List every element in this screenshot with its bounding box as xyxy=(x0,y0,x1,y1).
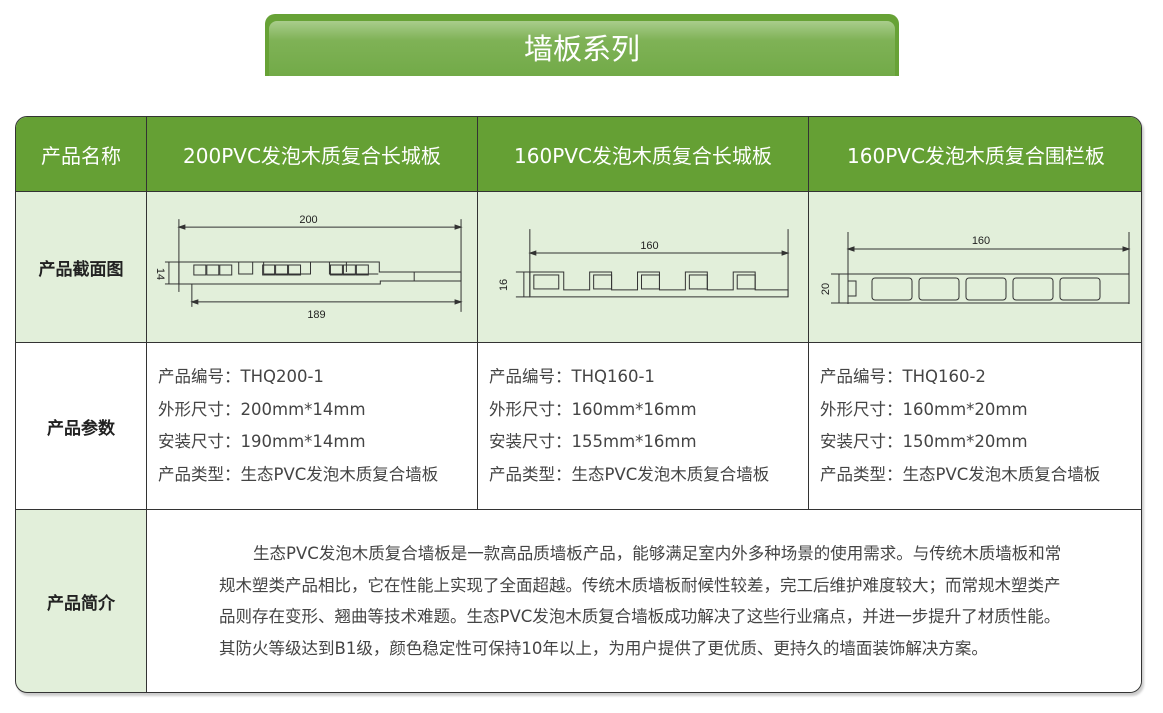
outer-size: 外形尺寸：160mm*20mm xyxy=(820,399,1028,419)
params-2: 产品编号：THQ160-1 外形尺寸：160mm*16mm 安装尺寸：155mm… xyxy=(478,343,809,510)
intro-label: 产品简介 xyxy=(16,510,147,692)
dim-height-1: 14 xyxy=(154,267,166,279)
dim-width-2: 160 xyxy=(640,240,658,252)
product-name-3: 160PVC发泡木质复合围栏板 xyxy=(809,117,1141,192)
intro-text: 生态PVC发泡木质复合墙板是一款高品质墙板产品，能够满足室内外多种场景的使用需求… xyxy=(219,544,1062,658)
title-banner: 墙板系列 xyxy=(265,14,899,76)
params-label: 产品参数 xyxy=(16,343,147,510)
install-size: 安装尺寸：150mm*20mm xyxy=(820,432,1028,451)
outer-size: 外形尺寸：160mm*16mm xyxy=(489,399,697,419)
section-diagram-2: 160 16 xyxy=(478,192,809,343)
dim-width-3: 160 xyxy=(972,235,990,247)
product-type: 产品类型：生态PVC发泡木质复合墙板 xyxy=(489,464,770,484)
product-type: 产品类型：生态PVC发泡木质复合墙板 xyxy=(158,464,439,484)
product-type: 产品类型：生态PVC发泡木质复合墙板 xyxy=(820,464,1101,484)
dim-install-1: 189 xyxy=(307,308,325,320)
outer-size: 外形尺寸：200mm*14mm xyxy=(158,399,366,419)
product-code: 产品编号：THQ200-1 xyxy=(158,367,324,386)
section-diagram-1: 200 14 189 xyxy=(147,192,478,343)
install-size: 安装尺寸：190mm*14mm xyxy=(158,432,366,451)
params-1: 产品编号：THQ200-1 外形尺寸：200mm*14mm 安装尺寸：190mm… xyxy=(147,343,478,510)
params-3: 产品编号：THQ160-2 外形尺寸：160mm*20mm 安装尺寸：150mm… xyxy=(809,343,1141,510)
page-title: 墙板系列 xyxy=(523,32,640,66)
install-size: 安装尺寸：155mm*16mm xyxy=(489,432,697,451)
section-label: 产品截面图 xyxy=(16,192,147,343)
product-code: 产品编号：THQ160-1 xyxy=(489,367,655,386)
product-table: 产品名称 200PVC发泡木质复合长城板 160PVC发泡木质复合长城板 160… xyxy=(15,116,1142,693)
dim-height-2: 16 xyxy=(498,278,510,290)
header-name-label: 产品名称 xyxy=(16,117,147,192)
product-code: 产品编号：THQ160-2 xyxy=(820,367,986,386)
dim-height-3: 20 xyxy=(820,282,832,294)
product-name-1: 200PVC发泡木质复合长城板 xyxy=(147,117,478,192)
dim-width-1: 200 xyxy=(299,214,317,226)
section-diagram-3: 160 20 xyxy=(809,192,1141,343)
product-name-2: 160PVC发泡木质复合长城板 xyxy=(478,117,809,192)
intro-cell: 生态PVC发泡木质复合墙板是一款高品质墙板产品，能够满足室内外多种场景的使用需求… xyxy=(147,510,1141,692)
